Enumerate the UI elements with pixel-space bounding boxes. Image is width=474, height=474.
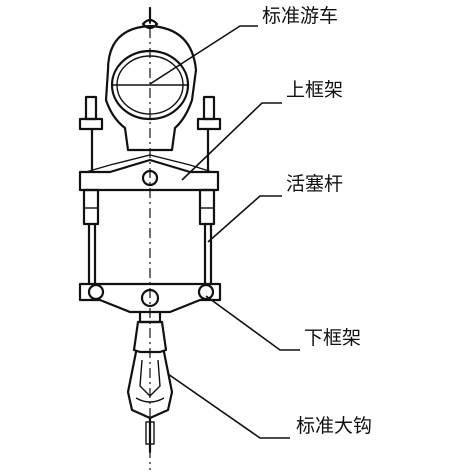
upper-frame-right-bolt	[196, 95, 222, 174]
right-cylinder	[198, 188, 216, 286]
label-standard-hook: 标准大钩	[296, 415, 372, 437]
lower-frame-pin	[140, 288, 160, 308]
leader-standard-trolley	[149, 25, 258, 85]
lower-frame	[78, 282, 222, 314]
left-cylinder	[82, 188, 100, 286]
upper-frame	[78, 154, 220, 192]
label-upper-frame: 上框架	[286, 79, 343, 101]
upper-frame-pin	[141, 169, 159, 187]
standard-trolley	[104, 6, 198, 152]
label-standard-trolley: 标准游车	[262, 5, 338, 27]
leader-lines	[149, 25, 300, 439]
leader-upper-frame	[181, 102, 282, 181]
leader-standard-hook	[167, 373, 290, 439]
standard-hook	[126, 310, 174, 454]
label-lower-frame: 下框架	[304, 327, 361, 349]
leader-piston-rod	[207, 195, 282, 243]
upper-frame-left-bolt	[78, 95, 104, 174]
leader-lower-frame	[205, 295, 300, 351]
label-piston-rod: 活塞杆	[286, 173, 343, 195]
